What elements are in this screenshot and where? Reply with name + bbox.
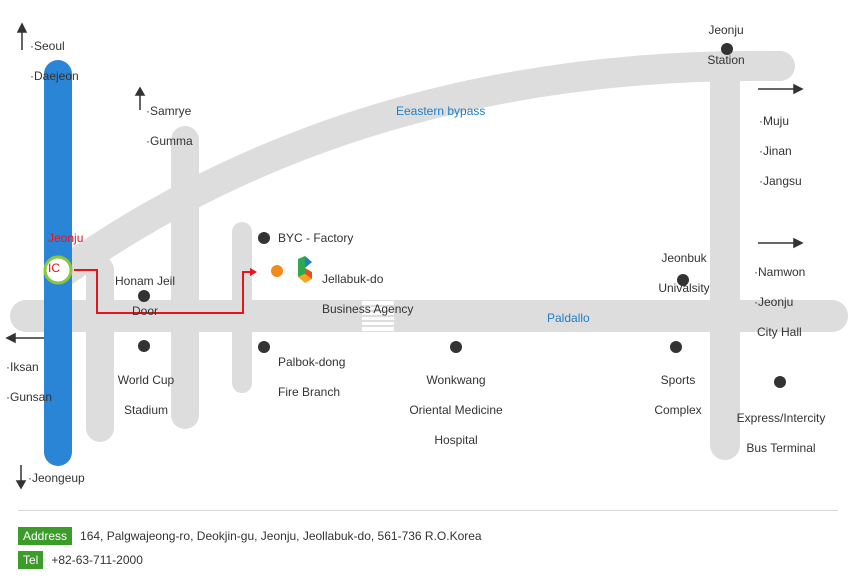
label-paldallo: Paldallo bbox=[547, 311, 590, 325]
dot-wonkwang bbox=[450, 341, 462, 353]
label-jeonju-ic: Jeonju IC bbox=[48, 231, 84, 275]
label-jeonbuk-univ: Jeonbuk Univalsity bbox=[658, 251, 710, 295]
label-world-cup-stadium: World Cup Stadium bbox=[117, 373, 175, 417]
dir-east-top: ·Muju ·Jinan ·Jangsu bbox=[759, 114, 802, 188]
eastern-bypass-road bbox=[43, 50, 795, 291]
label-honam-jeil-door: Honam Jeil Door bbox=[114, 274, 176, 318]
label-jeonju-station: Jeonju Station bbox=[707, 23, 745, 67]
landmark-dots bbox=[138, 43, 786, 388]
dir-samrye: ·Samrye ·Gumma bbox=[146, 104, 193, 148]
label-eastern-bypass: Eeastern bypass bbox=[396, 104, 486, 118]
label-byc-factory: BYC - Factory bbox=[278, 231, 354, 245]
agency-logo bbox=[298, 256, 312, 283]
dot-fire-branch bbox=[258, 341, 270, 353]
tel-text: +82-63-711-2000 bbox=[51, 553, 143, 567]
target-dot bbox=[271, 265, 283, 277]
dot-jeonju-station bbox=[721, 43, 733, 55]
divider bbox=[18, 510, 838, 511]
address-tag: Address bbox=[18, 527, 73, 545]
direction-arrows bbox=[5, 22, 804, 490]
route-map bbox=[5, 22, 848, 490]
tel-tag: Tel bbox=[18, 551, 44, 569]
address-row: Address 164, Palgwajeong-ro, Deokjin-gu,… bbox=[18, 527, 482, 545]
dot-byc-factory bbox=[258, 232, 270, 244]
label-wonkwang: Wonkwang Oriental Medicine Hospital bbox=[409, 373, 503, 447]
tel-row: Tel +82-63-711-2000 bbox=[18, 551, 143, 569]
ic-marker bbox=[43, 255, 73, 285]
label-bus-terminal: Express/Intercity Bus Terminal bbox=[736, 411, 826, 455]
label-sports-complex: Sports Complex bbox=[654, 373, 702, 417]
dir-east-mid: ·Namwon ·Jeonju City Hall bbox=[754, 265, 806, 339]
dot-sports-complex bbox=[670, 341, 682, 353]
dir-south: ·Jeongeup bbox=[28, 471, 85, 485]
dot-world-cup-stadium bbox=[138, 340, 150, 352]
dot-honam-jeil-door bbox=[138, 290, 150, 302]
label-agency: Jellabuk-do Business Agency bbox=[322, 272, 414, 316]
route-arrowhead bbox=[250, 268, 257, 276]
dir-north: ·Seoul ·Daejeon bbox=[30, 39, 79, 83]
crosswalk-stripes bbox=[362, 305, 394, 327]
route-line bbox=[74, 269, 252, 314]
dot-bus-terminal bbox=[774, 376, 786, 388]
dot-jeonbuk-univ bbox=[677, 274, 689, 286]
address-text: 164, Palgwajeong-ro, Deokjin-gu, Jeonju,… bbox=[80, 529, 482, 543]
dir-west: ·Iksan ·Gunsan bbox=[6, 360, 53, 404]
label-fire-branch: Palbok-dong Fire Branch bbox=[278, 355, 346, 399]
